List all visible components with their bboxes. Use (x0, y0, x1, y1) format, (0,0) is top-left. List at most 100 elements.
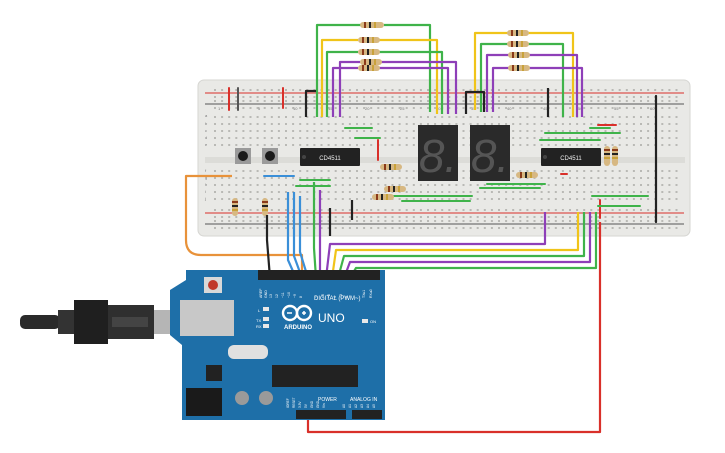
analog-pin-label: A4 (366, 404, 370, 408)
breadboard-hole (512, 144, 515, 146)
breadboard-hole (547, 227, 550, 229)
breadboard-hole (370, 220, 373, 222)
breadboard-hole (583, 89, 586, 91)
breadboard-hole (526, 89, 529, 91)
breadboard-hole (306, 209, 309, 211)
breadboard-hole (214, 216, 216, 218)
breadboard-hole (327, 123, 330, 125)
breadboard-hole (348, 144, 351, 146)
breadboard-hole (455, 216, 458, 218)
breadboard-hole (377, 177, 380, 179)
breadboard-hole (604, 116, 607, 118)
breadboard-hole (313, 170, 316, 172)
breadboard-hole (611, 137, 614, 139)
breadboard-hole (661, 123, 664, 125)
breadboard-hole (356, 96, 358, 98)
breadboard-hole (647, 100, 650, 102)
breadboard-hole (221, 137, 224, 139)
breadboard-hole (647, 216, 650, 218)
breadboard-hole (356, 227, 358, 229)
breadboard-hole (299, 170, 302, 172)
breadboard-hole (427, 184, 429, 186)
breadboard-hole (554, 184, 557, 186)
breadboard-hole (661, 191, 664, 193)
breadboard-hole (270, 100, 273, 102)
breadboard-hole (348, 177, 351, 179)
breadboard-hole (554, 170, 557, 172)
breadboard-hole (214, 89, 216, 91)
breadboard-hole (263, 184, 266, 186)
breadboard-hole (519, 198, 522, 200)
breadboard-hole (398, 144, 401, 146)
breadboard-hole (363, 89, 366, 91)
breadboard-hole (277, 116, 280, 118)
row-letter-b: b (205, 121, 208, 126)
push-button-2[interactable] (262, 148, 278, 164)
breadboard-hole (469, 227, 472, 229)
breadboard-hole (505, 220, 508, 222)
power-pin-label: 3.3V (298, 401, 302, 408)
breadboard-hole (462, 220, 465, 222)
breadboard-hole (242, 227, 245, 229)
breadboard-hole (462, 130, 465, 132)
breadboard-hole (419, 220, 422, 222)
breadboard-hole (625, 100, 628, 102)
breadboard-hole (618, 198, 621, 200)
breadboard-hole (256, 177, 259, 179)
breadboard-hole (647, 137, 650, 139)
breadboard-hole (419, 96, 422, 98)
breadboard-hole (277, 220, 280, 222)
breadboard-hole (427, 116, 429, 118)
breadboard-hole (569, 227, 571, 229)
breadboard-hole (569, 198, 571, 200)
breadboard-hole (611, 116, 614, 118)
breadboard-hole (256, 107, 259, 109)
breadboard-hole (597, 107, 600, 109)
breadboard-hole (441, 227, 444, 229)
breadboard-hole (647, 123, 650, 125)
breadboard-hole (327, 177, 330, 179)
breadboard-hole (661, 116, 664, 118)
breadboard-hole (590, 123, 593, 125)
breadboard-hole (320, 123, 323, 125)
breadboard-hole (569, 216, 571, 218)
arduino-uno: AREF GND 13 12 ~11 ~10 ~9 8 7 ~6 ~5 4 ~3… (170, 270, 385, 420)
breadboard-hole (476, 216, 479, 218)
breadboard-hole (405, 123, 408, 125)
breadboard-hole (327, 220, 330, 222)
breadboard-hole (597, 209, 600, 211)
breadboard-hole (348, 198, 351, 200)
breadboard-hole (519, 123, 522, 125)
breadboard-hole (285, 89, 287, 91)
breadboard-hole (547, 144, 550, 146)
breadboard-hole (242, 144, 245, 146)
breadboard-hole (214, 116, 216, 118)
breadboard-hole (263, 130, 266, 132)
breadboard-hole (334, 198, 337, 200)
push-button-1[interactable] (235, 148, 251, 164)
breadboard-hole (242, 137, 245, 139)
breadboard-hole (632, 137, 635, 139)
breadboard-hole (334, 170, 337, 172)
row-letter-i: i (205, 189, 206, 194)
breadboard-hole (306, 191, 309, 193)
breadboard-hole (313, 130, 316, 132)
breadboard-hole (327, 100, 330, 102)
breadboard-hole (356, 89, 358, 91)
breadboard-hole (398, 107, 401, 109)
breadboard-hole (668, 116, 671, 118)
breadboard-hole (249, 220, 252, 222)
breadboard-hole (398, 96, 401, 98)
breadboard-hole (540, 198, 543, 200)
breadboard-hole (547, 123, 550, 125)
breadboard-hole (533, 220, 536, 222)
column-number: 5 (258, 106, 261, 111)
breadboard-hole (625, 184, 628, 186)
breadboard-hole (668, 123, 671, 125)
breadboard-hole (675, 123, 678, 125)
breadboard-hole (483, 220, 486, 222)
breadboard-hole (462, 137, 465, 139)
breadboard-hole (462, 116, 465, 118)
breadboard-hole (419, 123, 422, 125)
